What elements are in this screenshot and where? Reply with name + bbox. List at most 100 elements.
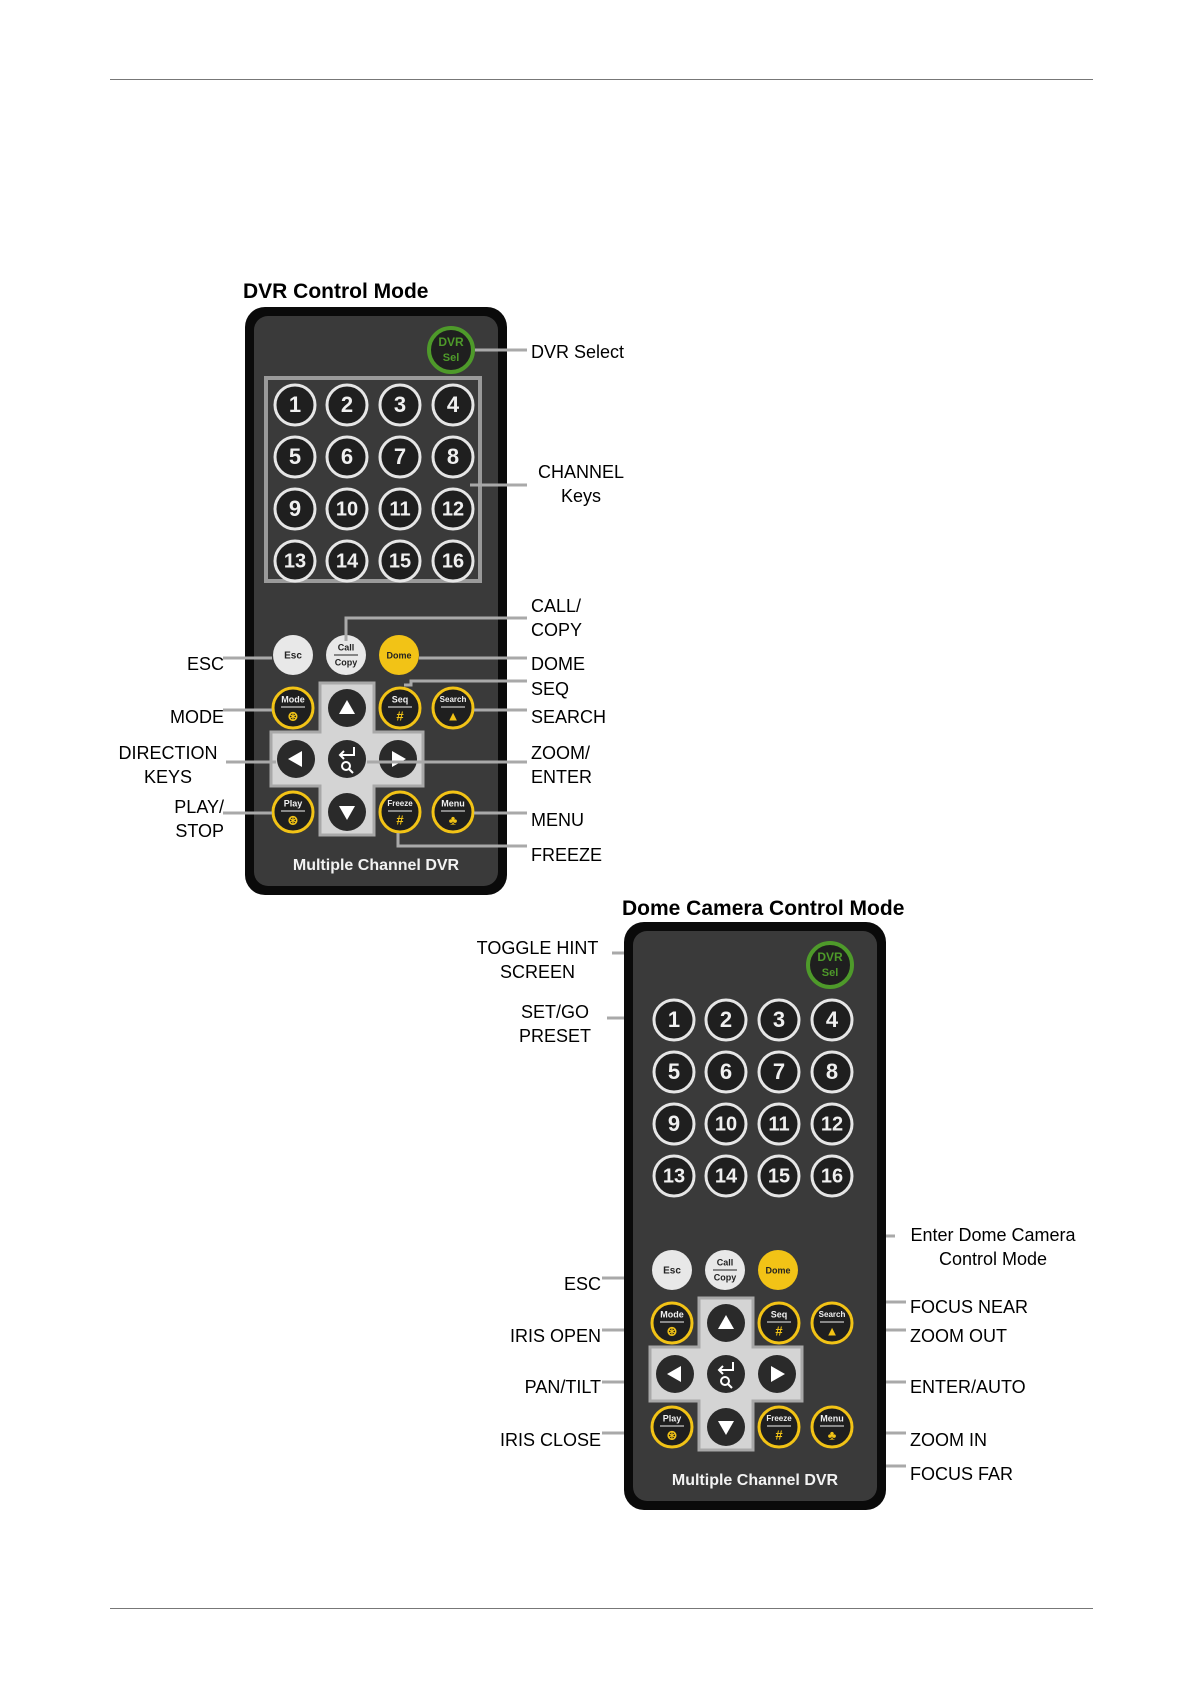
channel-key-ring xyxy=(652,1102,696,1146)
zoom-icon-handle xyxy=(727,1383,733,1389)
arrow-up-button xyxy=(328,689,366,727)
channel-key-ring xyxy=(431,435,475,479)
esc-button: Esc xyxy=(652,1250,692,1290)
channel-key-label: 8 xyxy=(826,1059,838,1084)
play-button: Play⊛ xyxy=(271,790,315,834)
esc-circle xyxy=(273,635,313,675)
search-button-ring xyxy=(810,1301,854,1345)
zoom-icon xyxy=(720,1376,730,1386)
channel-key-label: 15 xyxy=(389,550,411,572)
seq-button-icon: # xyxy=(396,708,404,723)
channel-key-label: 4 xyxy=(826,1007,839,1032)
play-button: Play⊛ xyxy=(650,1405,694,1449)
seq-button-ring xyxy=(378,686,422,730)
channel-key-label: 13 xyxy=(663,1165,685,1187)
arrow-down-button xyxy=(328,793,366,831)
channel-key-11: 11 xyxy=(378,487,422,531)
channel-key-ring xyxy=(378,539,422,583)
channel-key-label: 8 xyxy=(447,444,459,469)
remote-footer-label: Multiple Channel DVR xyxy=(293,857,460,874)
label-zoom-in: ZOOM IN xyxy=(910,1430,987,1450)
arrow-down-button xyxy=(707,1408,745,1446)
zoom-icon-handle xyxy=(348,768,354,774)
channel-key-9: 9 xyxy=(652,1102,696,1146)
seq-button: Seq # xyxy=(378,686,422,730)
label-dvr-select: DVR Select xyxy=(531,342,625,362)
channel-key-14: 14 xyxy=(325,539,369,583)
menu-button: Menu♣ xyxy=(810,1405,854,1449)
channel-key-1: 1 xyxy=(273,383,317,427)
channel-key-15: 15 xyxy=(378,539,422,583)
channel-key-13: 13 xyxy=(652,1154,696,1198)
search-button-text: Search xyxy=(440,695,467,704)
seq-button-text: Seq xyxy=(771,1309,788,1319)
play-button-icon: ⊛ xyxy=(288,812,299,827)
channel-key-ring xyxy=(325,383,369,427)
channel-key-label: 12 xyxy=(821,1113,843,1135)
enter-icon xyxy=(717,1362,734,1375)
menu-button-ring xyxy=(810,1405,854,1449)
arrow-down-icon xyxy=(718,1421,734,1435)
channel-key-ring xyxy=(325,435,369,479)
channel-key-label: 2 xyxy=(720,1007,732,1032)
freeze-button-icon: # xyxy=(396,812,404,827)
play-button-icon: ⊛ xyxy=(667,1427,678,1442)
label-esc-dome: ESC xyxy=(563,1274,601,1294)
mode-button-icon: ⊛ xyxy=(288,708,299,723)
channel-key-13: 13 xyxy=(273,539,317,583)
channel-key-label: 11 xyxy=(768,1113,789,1135)
channel-key-8: 8 xyxy=(810,1050,854,1094)
channel-key-ring xyxy=(704,998,748,1042)
seq-button-icon: # xyxy=(775,1323,783,1338)
channel-key-label: 2 xyxy=(341,392,353,417)
label-dome: DOME xyxy=(531,654,585,674)
freeze-button-text: Freeze xyxy=(387,799,413,808)
arrow-left-button xyxy=(656,1355,694,1393)
arrow-right-button xyxy=(758,1355,796,1393)
channel-key-4: 4 xyxy=(810,998,854,1042)
arrow-left-button xyxy=(277,740,315,778)
search-button: Search▲ xyxy=(810,1301,854,1345)
channel-key-ring xyxy=(757,1050,801,1094)
zoom-icon xyxy=(341,761,351,771)
dvr-sel-text-bottom: Sel xyxy=(443,352,460,364)
label-pan-tilt: PAN/TILT xyxy=(524,1377,601,1397)
seq-button: Seq # xyxy=(757,1301,801,1345)
channel-key-label: 6 xyxy=(341,444,353,469)
arrow-right-icon xyxy=(771,1366,785,1382)
channel-key-ring xyxy=(757,998,801,1042)
seq-button-text: Seq xyxy=(392,694,409,704)
copy-text: Copy xyxy=(714,1272,737,1282)
dome-button: Dome xyxy=(379,635,419,675)
channel-key-ring xyxy=(378,435,422,479)
header-rule xyxy=(110,79,1093,80)
channel-key-label: 7 xyxy=(773,1059,785,1084)
seq-button-ring xyxy=(757,1301,801,1345)
menu-button-ring xyxy=(431,790,475,834)
search-button-icon: ▲ xyxy=(826,1323,839,1338)
channel-key-14: 14 xyxy=(704,1154,748,1198)
channel-key-ring xyxy=(273,435,317,479)
channel-key-ring xyxy=(652,1050,696,1094)
channel-key-label: 5 xyxy=(289,444,301,469)
call-text: Call xyxy=(717,1257,734,1267)
label-menu: MENU xyxy=(531,810,584,830)
dvr-sel-ring xyxy=(806,941,854,989)
channel-keys-frame xyxy=(264,376,482,583)
label-play-stop: PLAY/ STOP xyxy=(174,797,224,841)
channel-key-6: 6 xyxy=(325,435,369,479)
channel-key-label: 15 xyxy=(768,1165,790,1187)
channel-key-label: 11 xyxy=(389,498,410,520)
freeze-button-ring xyxy=(378,790,422,834)
enter-zoom-button xyxy=(707,1355,745,1393)
channel-key-ring xyxy=(273,539,317,583)
channel-key-ring xyxy=(757,1102,801,1146)
channel-key-label: 10 xyxy=(336,498,358,520)
footer-rule xyxy=(110,1608,1093,1609)
esc-text: Esc xyxy=(284,651,302,662)
search-button-ring xyxy=(431,686,475,730)
channel-key-5: 5 xyxy=(652,1050,696,1094)
freeze-button-text: Freeze xyxy=(766,1414,792,1423)
